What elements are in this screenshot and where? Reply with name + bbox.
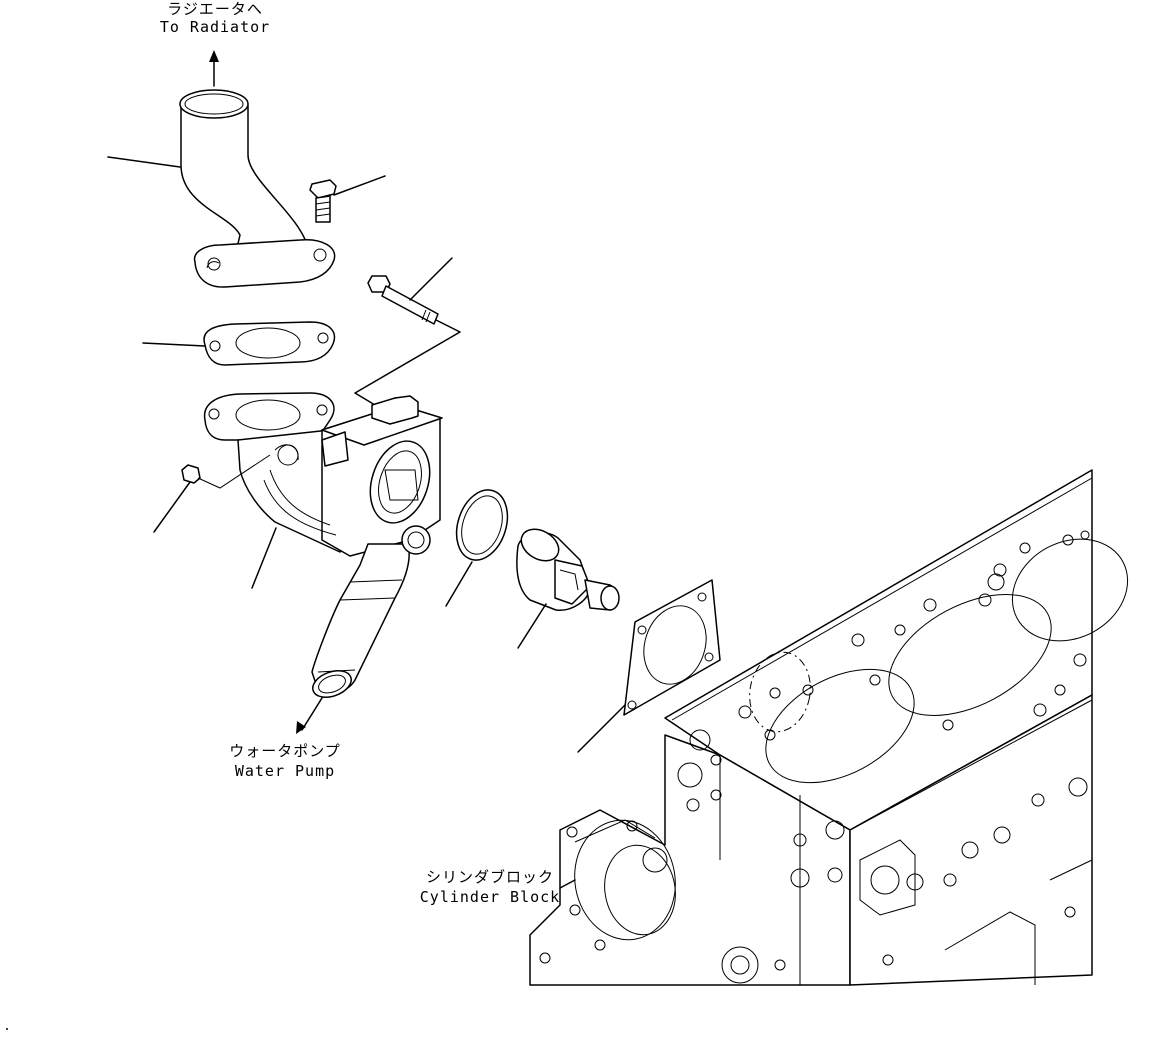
cylinder-block-part — [529, 469, 1129, 986]
leader-gasket — [142, 342, 206, 347]
label-cylinder-block-jp: シリンダブロック — [425, 868, 554, 886]
leader-plug — [153, 481, 191, 533]
outlet-pipe-part — [179, 89, 336, 288]
label-to-radiator-jp: ラジエータへ — [167, 0, 263, 18]
leader-bolt-long — [409, 257, 453, 301]
leader-o-ring — [445, 561, 473, 607]
leader-housing-gasket — [577, 704, 626, 753]
thermostat-housing-part — [203, 392, 443, 698]
flange-gasket-part — [203, 321, 336, 366]
leader-thermostat — [517, 603, 547, 649]
label-water-pump-jp: ウォータポンプ — [229, 742, 341, 760]
water-pump-arrow — [296, 697, 323, 734]
bolt-short-part — [309, 179, 337, 223]
label-water-pump-en: Water Pump — [234, 762, 336, 780]
bolt-long-part — [367, 275, 439, 325]
leader-bolt-short — [333, 175, 386, 196]
leader-cylinder-block — [559, 879, 576, 889]
label-cylinder-block-en: Cylinder Block — [419, 888, 561, 906]
thermostat-part — [516, 528, 620, 611]
housing-gasket-part — [623, 579, 721, 716]
corner-mark — [6, 1028, 8, 1030]
leader-bolt-to-housing — [354, 319, 461, 406]
plug-part — [181, 454, 271, 489]
leader-outlet-pipe — [107, 156, 181, 168]
o-ring-part — [455, 489, 509, 561]
to-radiator-arrow — [209, 50, 219, 87]
label-to-radiator-en: To Radiator — [159, 18, 271, 36]
leader-housing — [251, 527, 277, 589]
